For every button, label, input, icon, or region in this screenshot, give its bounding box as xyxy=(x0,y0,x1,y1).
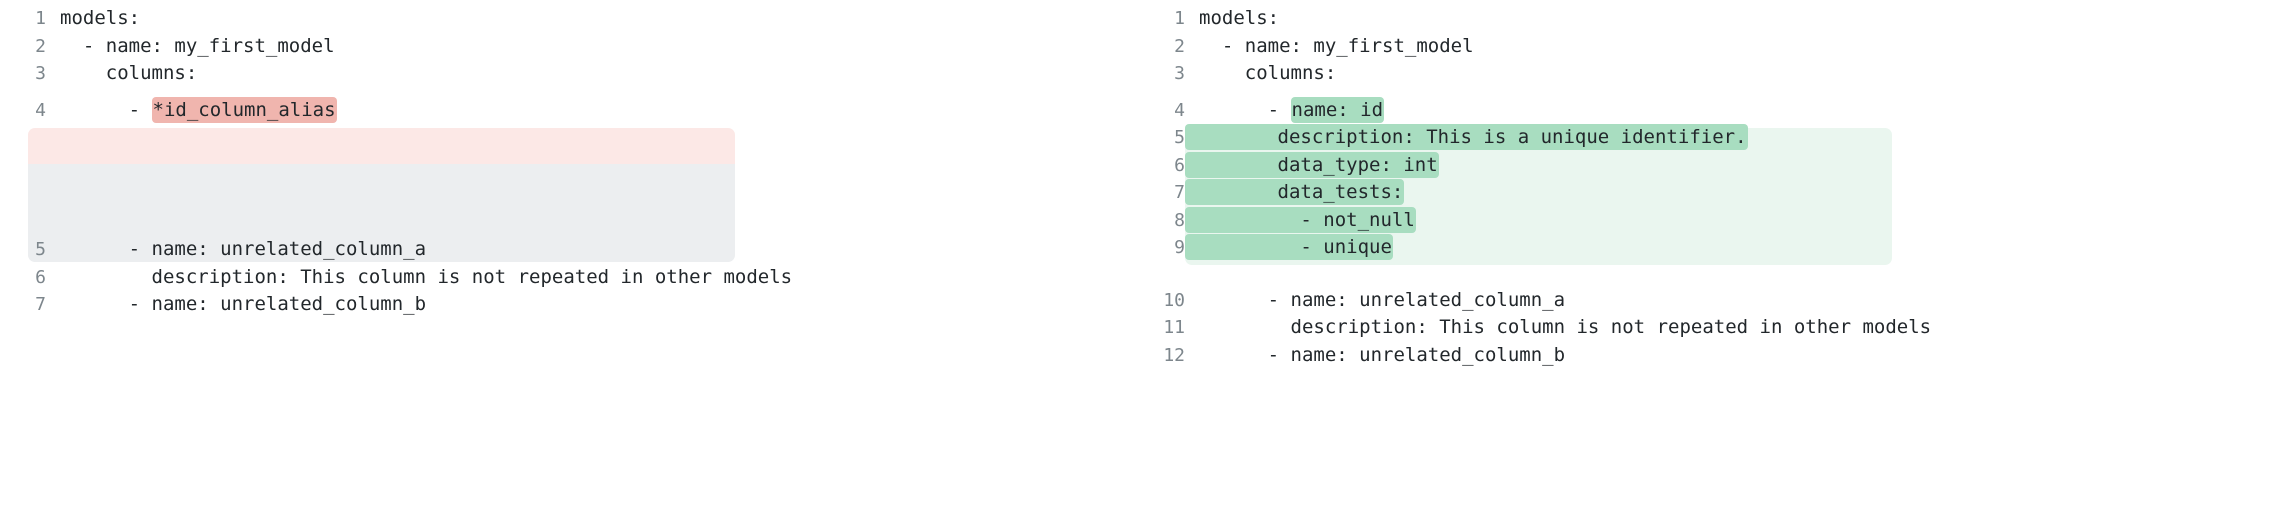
line-content: - name: unrelated_column_b xyxy=(128,293,427,315)
removed-filler-block xyxy=(28,164,735,262)
line-content: models: xyxy=(60,7,141,29)
line-content: description: This column is not repeated… xyxy=(1290,316,1932,338)
code-line[interactable]: 1 models: xyxy=(1139,5,2278,33)
right-code-lines: 1 models: 2 - name: my_first_model 3 col… xyxy=(1139,0,2278,369)
added-word-highlight: name: id xyxy=(1290,96,1385,123)
line-number: 3 xyxy=(1174,63,1185,84)
code-line-added[interactable]: 5 description: This is a unique identifi… xyxy=(1139,124,2278,152)
line-number: 12 xyxy=(1163,344,1185,366)
code-line[interactable]: 7 - name: unrelated_column_b xyxy=(0,291,1139,319)
added-word-highlight: data_tests: xyxy=(1185,179,1405,205)
code-line[interactable]: 11 description: This column is not repea… xyxy=(1139,314,2278,342)
code-line-added[interactable]: 8 - not_null xyxy=(1139,206,2278,235)
code-line[interactable]: 12 - name: unrelated_column_b xyxy=(1139,342,2278,370)
line-number: 1 xyxy=(35,8,46,29)
added-word-highlight: - unique xyxy=(1185,234,1393,260)
line-number: 4 xyxy=(1174,99,1185,121)
added-word-highlight: - not_null xyxy=(1185,206,1416,233)
code-line[interactable]: 1 models: xyxy=(0,5,1139,33)
line-number: 2 xyxy=(35,35,46,57)
code-line-added[interactable]: 9 - unique xyxy=(1139,234,2278,262)
line-number: 4 xyxy=(35,99,46,121)
code-line-added[interactable]: 6 data_type: int xyxy=(1139,151,2278,180)
line-number: 11 xyxy=(1163,317,1185,338)
line-number: 3 xyxy=(35,63,46,84)
code-line[interactable]: 3 columns: xyxy=(1139,60,2278,88)
line-number: 6 xyxy=(1174,154,1185,176)
line-content: - name: my_first_model xyxy=(82,34,335,57)
line-content: data_tests: xyxy=(1185,179,1405,207)
line-content: - name: unrelated_column_a xyxy=(128,238,427,260)
line-number: 10 xyxy=(1163,289,1185,311)
code-line[interactable]: 2 - name: my_first_model xyxy=(0,33,1139,61)
line-content: - name: unrelated_column_b xyxy=(1267,343,1566,366)
line-content: - unique xyxy=(1185,234,1393,262)
line-number: 1 xyxy=(1174,8,1185,29)
line-content: columns: xyxy=(105,62,198,84)
left-code-lines: 1 models: 2 - name: my_first_model 3 col… xyxy=(0,0,1139,319)
code-line-added[interactable]: 7 data_tests: xyxy=(1139,179,2278,207)
removed-filler-spacer xyxy=(0,124,1139,222)
line-content: - *id_column_alias xyxy=(128,96,337,123)
line-content: - name: id xyxy=(1267,96,1385,123)
diff-pane-before: 1 models: 2 - name: my_first_model 3 col… xyxy=(0,0,1139,319)
line-content: data_type: int xyxy=(1185,151,1439,180)
line-number: 9 xyxy=(1174,237,1185,258)
line-number: 5 xyxy=(1174,127,1185,148)
line-number: 2 xyxy=(1174,35,1185,57)
line-content: description: This column is not repeated… xyxy=(151,265,793,288)
removed-word-highlight: *id_column_alias xyxy=(151,96,337,123)
line-content: description: This is a unique identifier… xyxy=(1185,124,1748,152)
diff-pane-after: 1 models: 2 - name: my_first_model 3 col… xyxy=(1139,0,2278,528)
code-line-added[interactable]: 4 - name: id xyxy=(1139,96,2278,125)
line-number: 8 xyxy=(1174,209,1185,231)
added-word-highlight: description: This is a unique identifier… xyxy=(1185,124,1748,150)
removed-block-background xyxy=(28,128,735,164)
added-block-tail-spacer xyxy=(1139,262,2278,276)
code-line[interactable]: 3 columns: xyxy=(0,60,1139,88)
added-word-highlight: data_type: int xyxy=(1185,151,1439,178)
line-content: - name: my_first_model xyxy=(1221,34,1474,57)
line-number: 7 xyxy=(35,294,46,315)
code-line[interactable]: 6 description: This column is not repeat… xyxy=(0,264,1139,292)
line-content: models: xyxy=(1199,7,1280,29)
code-line[interactable]: 2 - name: my_first_model xyxy=(1139,33,2278,61)
line-content: - not_null xyxy=(1185,206,1416,235)
code-line[interactable]: 5 - name: unrelated_column_a xyxy=(0,236,1139,264)
line-content: columns: xyxy=(1244,62,1337,84)
code-line-removed[interactable]: 4 - *id_column_alias xyxy=(0,96,1139,125)
code-line[interactable]: 10 - name: unrelated_column_a xyxy=(1139,287,2278,315)
line-number: 7 xyxy=(1174,182,1185,203)
line-number: 6 xyxy=(35,266,46,288)
line-content: - name: unrelated_column_a xyxy=(1267,288,1566,311)
line-number: 5 xyxy=(35,239,46,260)
